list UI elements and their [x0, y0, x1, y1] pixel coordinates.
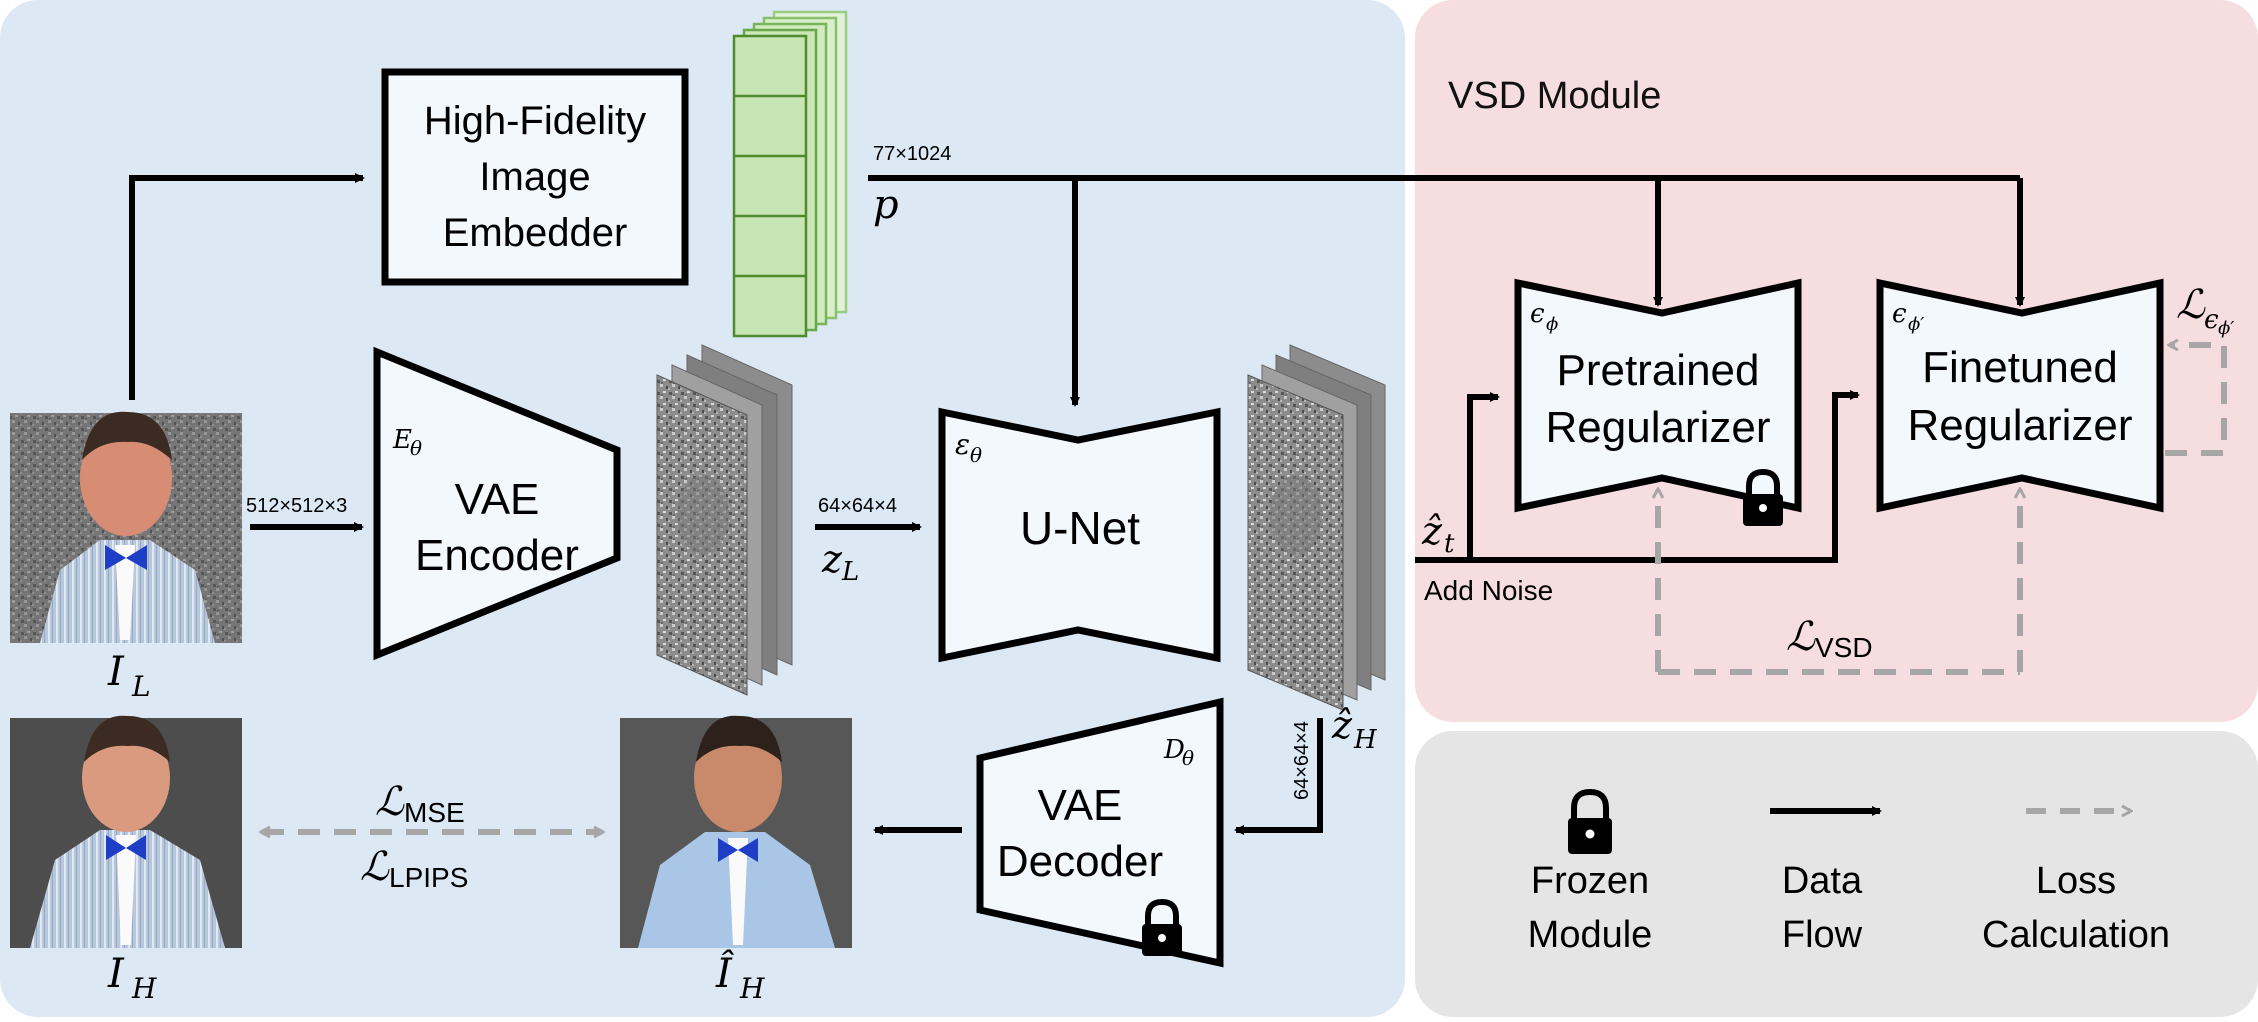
- loss-eps: ℒ: [2176, 282, 2206, 328]
- finetuned-sub-phi: ϕ′: [1908, 314, 1924, 335]
- legend-flow-2: Flow: [1782, 914, 1863, 956]
- pretrained-sub: ϵ: [1530, 299, 1545, 329]
- legend-panel: [1415, 731, 2258, 1017]
- finetuned-regularizer-block: [1876, 278, 2164, 513]
- arrow-il-to-embedder: [129, 173, 365, 400]
- loss-lpips-sub: LPIPS: [389, 862, 468, 893]
- loss-mse-sub: MSE: [404, 797, 465, 828]
- prompt-dims: 77×1024: [873, 143, 951, 165]
- latent-symbol: z: [821, 537, 843, 581]
- vae-decoder-label-2: Decoder: [997, 837, 1163, 886]
- high-image-label: I: [107, 951, 125, 997]
- loss-lpips: ℒ: [360, 844, 390, 890]
- unet-sub: ε: [955, 428, 970, 461]
- output-dims: 64×64×4: [1291, 721, 1313, 800]
- lock-icon: [1568, 788, 1612, 854]
- predicted-image: [620, 715, 852, 948]
- predicted-image-label: Î: [715, 950, 735, 997]
- embedder-label-3: Embedder: [443, 211, 628, 255]
- loss-eps-arrow: [2165, 345, 2227, 456]
- finetuned-sub: ϵ: [1892, 299, 1907, 329]
- input-dims: 512×512×3: [246, 495, 347, 517]
- legend-frozen-1: Frozen: [1531, 860, 1649, 902]
- arrow-noise-to-pretrained: [1467, 392, 1500, 560]
- vae-encoder-label-1: VAE: [455, 475, 540, 524]
- latent-stack-zh: [1247, 344, 1386, 711]
- prompt-symbol: p: [873, 182, 899, 228]
- predicted-image-sub: H: [739, 972, 765, 1005]
- vsd-title: VSD Module: [1448, 75, 1661, 117]
- arrow-zh-to-decoder: [1234, 718, 1323, 835]
- add-noise-label: Add Noise: [1424, 575, 1553, 606]
- legend-frozen-2: Module: [1528, 914, 1653, 956]
- loss-eps-sub: ϵ: [2204, 305, 2219, 335]
- unet-sub-theta: θ: [970, 443, 982, 467]
- prompt-embedding-stack: [732, 10, 848, 338]
- noise-sub: t: [1444, 529, 1455, 559]
- output-sub: H: [1353, 725, 1378, 755]
- vae-decoder-block: [976, 697, 1224, 968]
- loss-mse: ℒ: [375, 779, 405, 825]
- output-symbol: ẑ: [1331, 703, 1353, 747]
- latent-stack-zl: [656, 344, 793, 696]
- data-flow-arrows: [129, 173, 2025, 835]
- vae-decoder-sub-theta: θ: [1182, 746, 1194, 770]
- loss-vsd: ℒ: [1786, 614, 1816, 660]
- high-quality-image: [10, 715, 242, 948]
- latent-dims: 64×64×4: [818, 495, 897, 517]
- vae-encoder-sub-theta: θ: [410, 436, 422, 460]
- latent-sub: L: [841, 557, 859, 587]
- low-image-sub: L: [131, 670, 151, 703]
- legend-loss-1: Loss: [2036, 860, 2116, 902]
- embedder-label-2: Image: [479, 155, 590, 199]
- finetuned-label-2: Regularizer: [1908, 401, 2133, 450]
- noise-symbol: ẑ: [1421, 509, 1443, 553]
- low-quality-image: [10, 411, 242, 643]
- arrow-noise-bus: [1415, 390, 1860, 563]
- pretrained-label-2: Regularizer: [1546, 403, 1771, 452]
- low-image-label: I: [107, 649, 125, 695]
- lock-icon: [1743, 468, 1783, 526]
- vae-decoder-sub: D: [1163, 735, 1185, 765]
- pretrained-regularizer-block: [1514, 278, 1802, 513]
- vae-encoder-label-2: Encoder: [415, 531, 579, 580]
- loss-arrows: [262, 345, 2227, 832]
- lock-icon: [1142, 898, 1182, 956]
- vae-decoder-label-1: VAE: [1038, 781, 1123, 830]
- loss-vsd-sub: VSD: [1815, 632, 1873, 663]
- legend-flow-1: Data: [1782, 860, 1863, 902]
- high-image-sub: H: [131, 972, 157, 1005]
- embedder-block: [381, 68, 689, 286]
- unet-label: U-Net: [1020, 502, 1140, 554]
- loss-eps-subsub: ϕ′: [2218, 318, 2234, 339]
- vae-encoder-block: [373, 346, 621, 661]
- pretrained-sub-phi: ϕ: [1546, 314, 1558, 335]
- vae-encoder-sub: E: [392, 425, 412, 455]
- pretrained-label-1: Pretrained: [1556, 346, 1759, 395]
- finetuned-label-1: Finetuned: [1922, 343, 2118, 392]
- legend-loss-2: Calculation: [1982, 914, 2170, 956]
- embedder-label-1: High-Fidelity: [424, 99, 646, 143]
- unet-block: [938, 407, 1221, 663]
